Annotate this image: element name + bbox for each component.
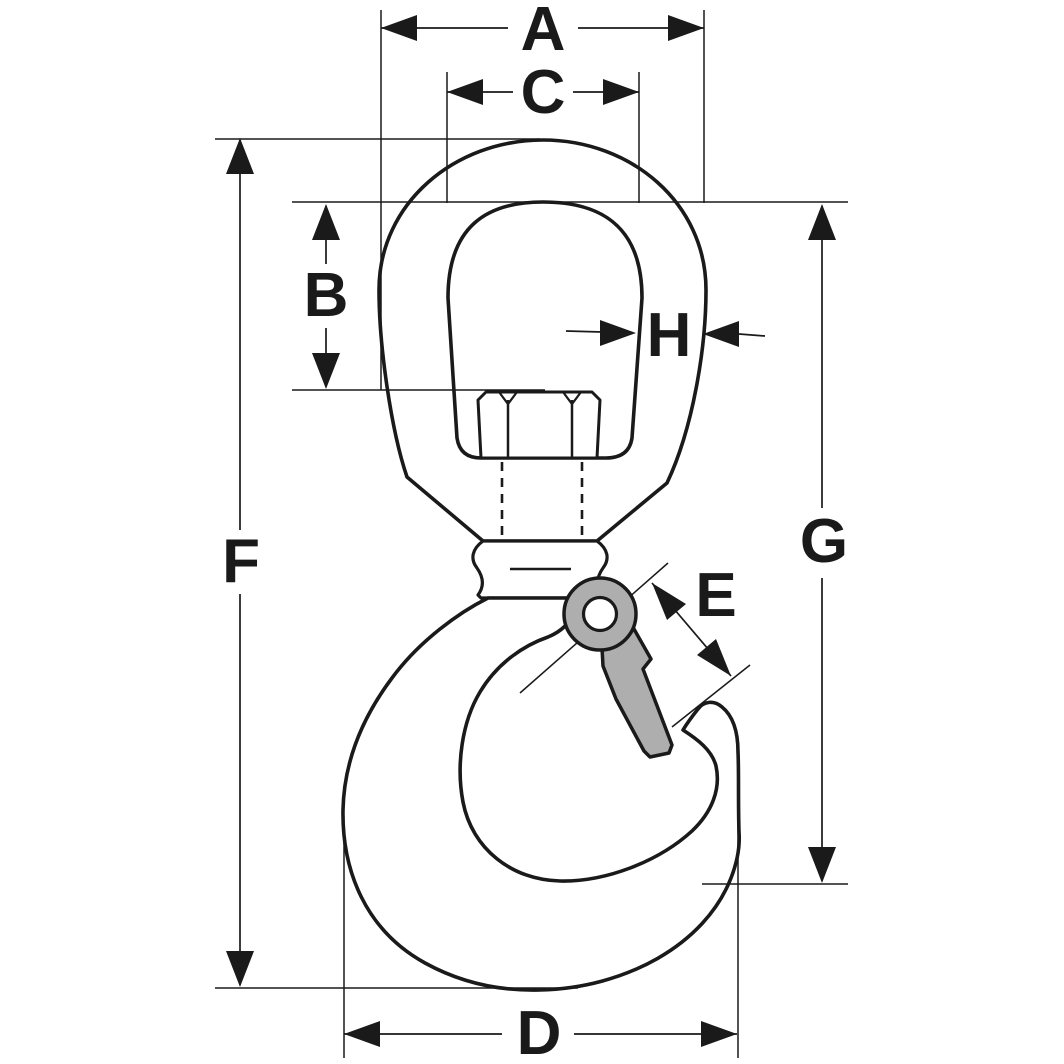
- arrowheads: [226, 15, 836, 1047]
- dim-label-d: D: [516, 999, 562, 1064]
- arrow-g-down: [808, 847, 836, 883]
- swivel-collar: [471, 539, 609, 600]
- arrow-f-up: [226, 138, 254, 174]
- arrow-e-lower: [697, 639, 731, 676]
- arrow-e-upper: [652, 583, 686, 620]
- threaded-shank-hidden-lines: [500, 462, 584, 537]
- arrow-b-down: [312, 353, 340, 389]
- safety-latch: [562, 576, 674, 759]
- arrow-a-right: [668, 15, 704, 41]
- latch-arm: [600, 620, 674, 759]
- ext-e-lower: [671, 664, 751, 728]
- hex-nut: [476, 390, 602, 460]
- arrow-g-up: [808, 204, 836, 240]
- dim-label-b: B: [303, 261, 349, 330]
- arrow-d-left: [344, 1021, 380, 1047]
- dim-label-c: C: [520, 58, 566, 127]
- arrow-f-down: [226, 951, 254, 987]
- extension-lines: [215, 10, 848, 1058]
- nut-chamfer-marks: [498, 391, 582, 406]
- arrow-h-inner: [600, 320, 636, 346]
- hook-body: [341, 596, 742, 992]
- dim-h-leaders: [565, 330, 766, 337]
- nut-face-lines: [506, 400, 574, 458]
- dim-label-g: G: [799, 507, 849, 576]
- arrow-a-left: [381, 15, 417, 41]
- dim-label-h: H: [646, 301, 692, 370]
- hook-outline: [341, 596, 742, 992]
- arrow-b-up: [312, 204, 340, 240]
- nut-outline: [476, 390, 602, 460]
- arrow-c-right: [603, 79, 639, 105]
- arrow-d-right: [701, 1021, 737, 1047]
- dim-label-f: F: [222, 527, 260, 596]
- latch-pivot-hole: [581, 595, 619, 633]
- arrow-h-outer: [703, 321, 739, 347]
- arrow-c-left: [447, 79, 483, 105]
- dim-label-e: E: [695, 561, 737, 630]
- dim-label-a: A: [520, 0, 566, 64]
